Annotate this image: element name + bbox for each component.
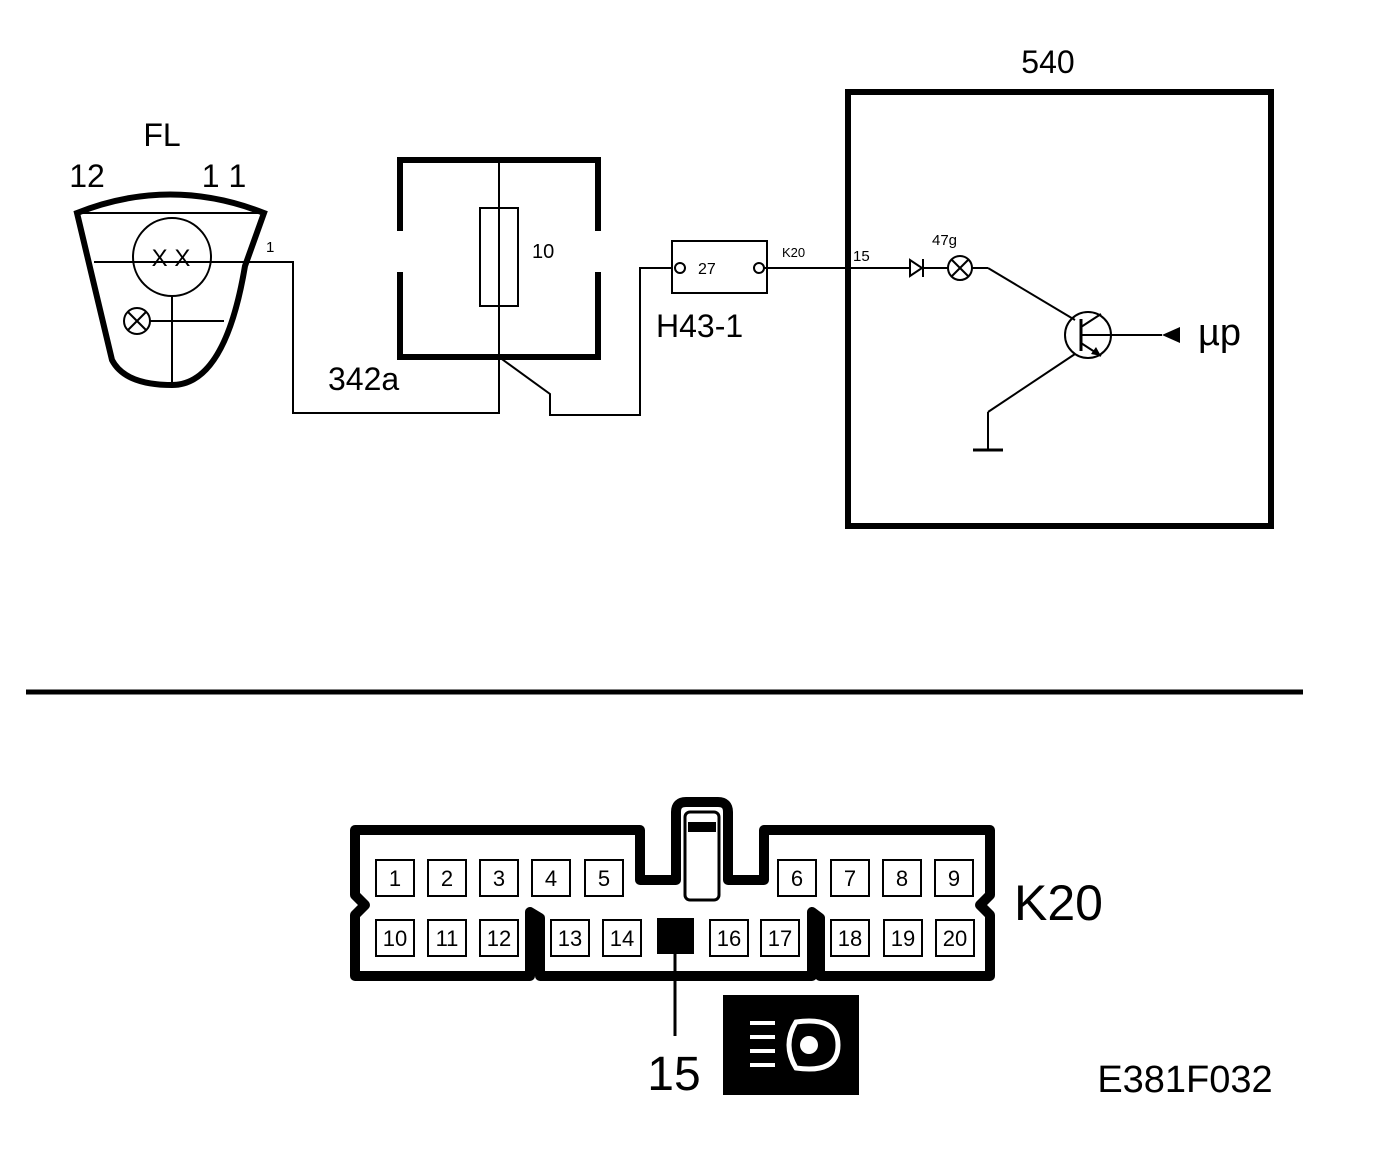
k20-pin-19: 19 bbox=[883, 919, 923, 957]
k20-pin-label: 5 bbox=[598, 866, 610, 891]
wire-pin15-label: 15 bbox=[853, 248, 870, 265]
lamp-housing bbox=[73, 191, 268, 389]
wire-lamp-fuse bbox=[211, 261, 500, 414]
connector-h43-pin-in bbox=[674, 262, 686, 274]
main-bulb-text: X X bbox=[152, 245, 191, 272]
k20-pin-label: 10 bbox=[383, 926, 407, 951]
mp-input-arrow bbox=[1162, 327, 1180, 343]
k20-pin-label: 2 bbox=[441, 866, 453, 891]
k20-latch-bar bbox=[688, 822, 716, 832]
lamp-pin-right: 1 1 bbox=[202, 158, 246, 194]
k20-pin-label: 18 bbox=[838, 926, 862, 951]
warning-bulb-label: 47g bbox=[932, 232, 957, 249]
connector-h43-body bbox=[671, 240, 768, 294]
module-label: 540 bbox=[1021, 44, 1074, 80]
module-outline bbox=[845, 89, 1274, 529]
warning-bulb-icon bbox=[947, 255, 973, 281]
lamp-fl: FL 12 1 1 X X 1 bbox=[69, 117, 274, 389]
k20-pin-label: 20 bbox=[943, 926, 967, 951]
k20-label: K20 bbox=[1014, 875, 1103, 931]
k20-pin-18: 18 bbox=[830, 919, 870, 957]
k20-pin-15-highlight bbox=[657, 918, 694, 954]
k20-pin-14: 14 bbox=[602, 919, 642, 957]
k20-pin-1: 1 bbox=[375, 859, 415, 897]
lamp-pin-left: 12 bbox=[69, 158, 105, 194]
connector-h43-label: H43-1 bbox=[656, 308, 743, 344]
lamp-label: FL bbox=[143, 117, 180, 153]
fuse-box-label: 342a bbox=[328, 361, 399, 397]
k20-pin-label: 14 bbox=[610, 926, 634, 951]
k20-pin-3: 3 bbox=[479, 859, 519, 897]
k20-pin-label: 9 bbox=[948, 866, 960, 891]
k20-pin-label: 4 bbox=[545, 866, 557, 891]
k20-pin-20: 20 bbox=[935, 919, 975, 957]
transistor-icon bbox=[1064, 311, 1162, 359]
k20-pin-10: 10 bbox=[375, 919, 415, 957]
connector-h43-1: 27 H43-1 bbox=[656, 240, 768, 344]
k20-top-row: 1 2 3 4 5 6 7 8 9 bbox=[375, 859, 974, 897]
headlamp-icon bbox=[723, 995, 859, 1095]
k20-pin-17: 17 bbox=[760, 919, 800, 957]
k20-pin-13: 13 bbox=[550, 919, 590, 957]
k20-pin-8: 8 bbox=[882, 859, 922, 897]
diode-icon bbox=[909, 258, 924, 278]
pin-15-callout: 15 bbox=[647, 1048, 700, 1101]
k20-pin-label: 12 bbox=[487, 926, 511, 951]
k20-bottom-row: 10 11 12 13 14 16 17 18 19 20 bbox=[375, 919, 975, 957]
k20-pin-label: 8 bbox=[896, 866, 908, 891]
k20-pin-label: 11 bbox=[436, 926, 459, 951]
transistor-ground-wire bbox=[987, 353, 1076, 413]
k20-pin-label: 13 bbox=[558, 926, 582, 951]
microprocessor-label: µp bbox=[1198, 312, 1241, 354]
module-540: 540 47g µp bbox=[845, 44, 1274, 529]
wire-k20-label: K20 bbox=[782, 245, 805, 260]
fuse-box-342a: 10 342a bbox=[328, 157, 601, 413]
k20-pin-label: 7 bbox=[844, 866, 856, 891]
k20-pin-6: 6 bbox=[777, 859, 817, 897]
lamp-pin-out: 1 bbox=[266, 239, 274, 256]
k20-pin-12: 12 bbox=[479, 919, 519, 957]
fuse-number: 10 bbox=[532, 241, 554, 263]
k20-pin-label: 19 bbox=[891, 926, 915, 951]
k20-pin-5: 5 bbox=[584, 859, 624, 897]
k20-pin-11: 11 bbox=[427, 919, 467, 957]
k20-pin-label: 16 bbox=[717, 926, 741, 951]
ground-icon bbox=[973, 412, 1003, 452]
connector-h43-pin-out bbox=[753, 262, 765, 274]
k20-latch bbox=[683, 810, 721, 902]
k20-pin-2: 2 bbox=[427, 859, 467, 897]
k20-pin-4: 4 bbox=[531, 859, 571, 897]
connector-h43-pin-number: 27 bbox=[698, 261, 716, 278]
k20-pin-16: 16 bbox=[709, 919, 749, 957]
k20-pin-7: 7 bbox=[830, 859, 870, 897]
bulb-transistor-wire-b bbox=[987, 267, 1076, 321]
wire-fuse-h43 bbox=[498, 267, 672, 416]
k20-pin-label: 6 bbox=[791, 866, 803, 891]
k20-pin-9: 9 bbox=[934, 859, 974, 897]
k20-pin-label: 17 bbox=[768, 926, 792, 951]
side-bulb-icon bbox=[123, 307, 151, 335]
k20-pin-label: 3 bbox=[493, 866, 505, 891]
figure-code: E381F032 bbox=[1097, 1059, 1272, 1101]
k20-pin-label: 1 bbox=[389, 866, 401, 891]
